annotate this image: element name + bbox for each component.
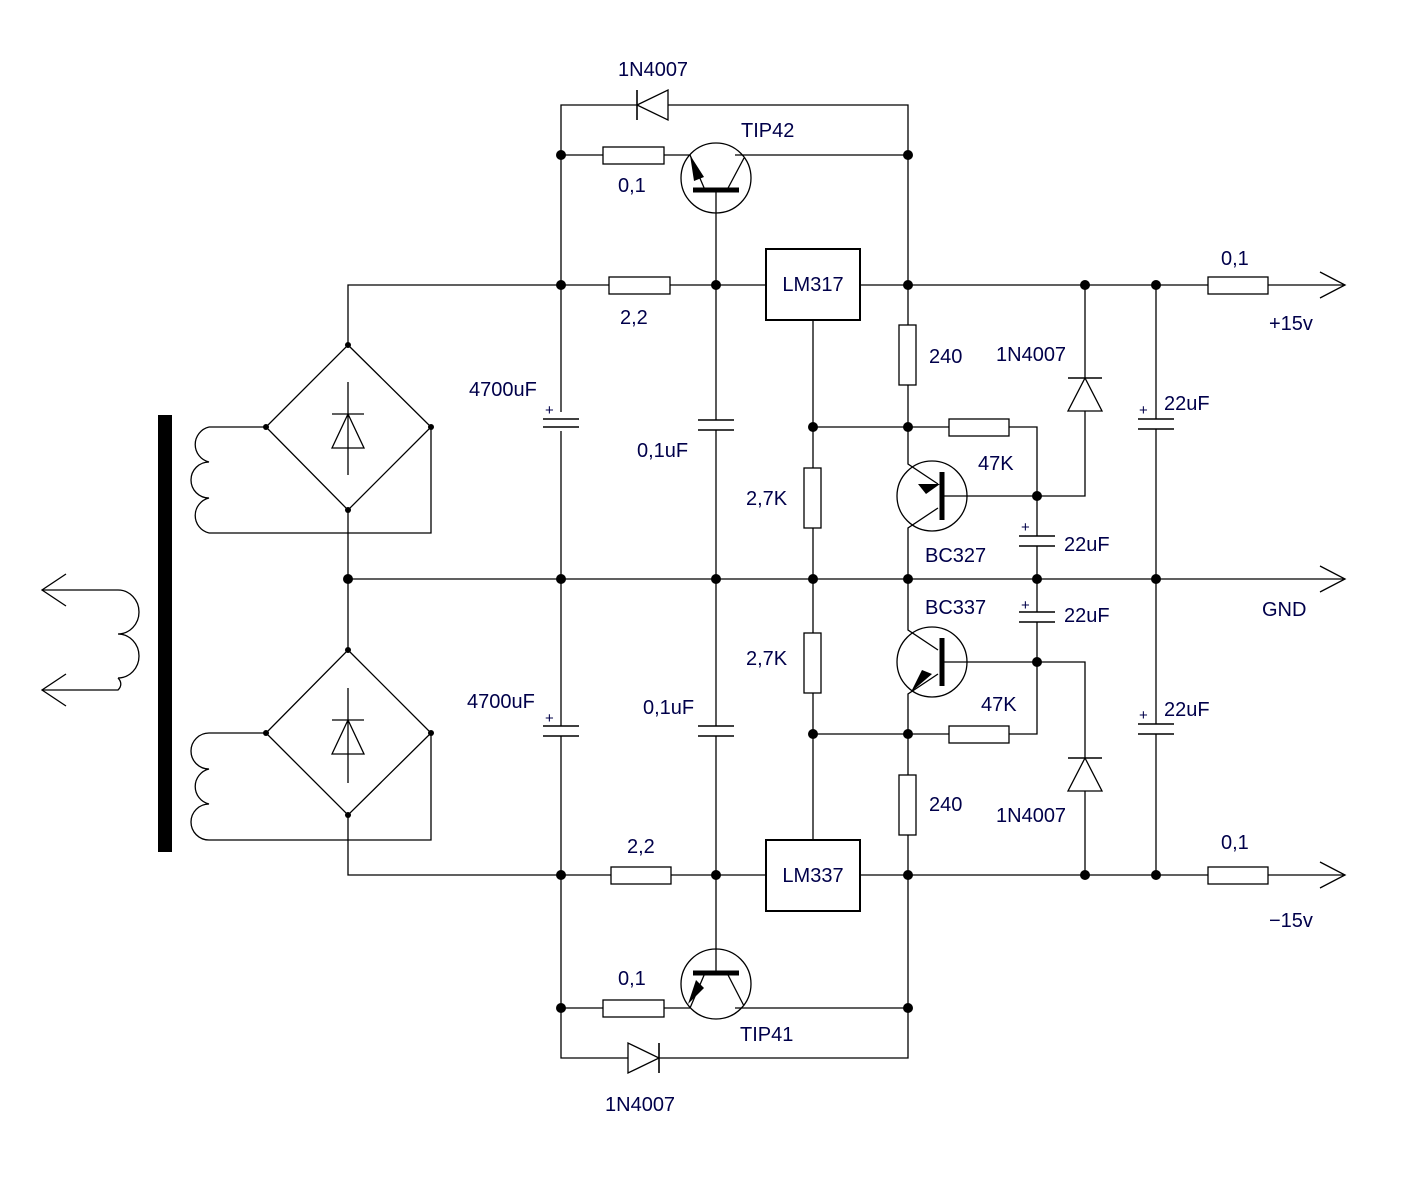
resistor-tip41-base: [602, 999, 665, 1018]
transistor-tip42: [680, 142, 752, 214]
polarity-plus-4700-top: +: [545, 402, 554, 419]
label-c-4700-top: 4700uF: [469, 379, 537, 401]
transistor-bc337: [896, 626, 968, 698]
label-r-top-22: 2,2: [620, 307, 648, 329]
polarity-plus-22-out-bottom: +: [1139, 707, 1148, 724]
label-d-mid-bottom: 1N4007: [996, 805, 1066, 827]
label-r-27k-top: 2,7K: [746, 488, 788, 510]
label-r-240-bottom: 240: [929, 794, 962, 816]
primary-winding: [42, 589, 140, 691]
resistor-output-bottom: [1207, 866, 1269, 885]
capacitor-4700uf-bottom: [543, 725, 579, 737]
transformer: [40, 415, 210, 852]
junction-dots: [263, 150, 1161, 1013]
capacitor-0-1uf-bottom: [698, 725, 734, 737]
diodes: [627, 88, 1104, 1075]
resistor-tip42-base: [602, 146, 665, 165]
polarity-plus-22-mid-bottom: +: [1021, 597, 1030, 614]
label-c-01-bottom: 0,1uF: [643, 697, 694, 719]
regulator-lm337: LM337: [765, 839, 861, 912]
diode-1n4007-top: [635, 88, 669, 122]
label-tip41: TIP41: [740, 1024, 793, 1046]
label-d-mid-top: 1N4007: [996, 344, 1066, 366]
label-c-22-mid-bottom: 22uF: [1064, 605, 1110, 627]
polarity-plus-22-mid-top: +: [1021, 519, 1030, 536]
capacitor-4700uf-top: [543, 418, 579, 428]
label-r-out-top: 0,1: [1221, 248, 1249, 270]
primary-lead-bottom-arrow: [40, 673, 67, 707]
capacitor-0-1uf-top: [698, 419, 734, 431]
label-bc337: BC337: [925, 597, 986, 619]
label-r-47k-top: 47K: [978, 453, 1014, 475]
capacitor-22uf-out-top: [1138, 418, 1174, 430]
capacitors: [543, 418, 1174, 737]
output-arrow-positive: [1319, 271, 1347, 299]
resistors: [602, 146, 1269, 1018]
resistor-47k-bottom: [948, 725, 1010, 744]
resistor-2-7k-top: [803, 467, 822, 529]
label-r-47k-bottom: 47K: [981, 694, 1017, 716]
label-r-out-bottom: 0,1: [1221, 832, 1249, 854]
wires: [209, 104, 1345, 1059]
output-label-negative: −15v: [1269, 910, 1313, 932]
capacitor-22uf-mid-bottom: [1019, 611, 1055, 623]
output-arrow-ground: [1319, 565, 1347, 593]
capacitor-22uf-mid-top: [1019, 535, 1055, 547]
component-labels: 1N4007 TIP42 0,1 2,2 240 1N4007 4700uF 2…: [467, 59, 1249, 1116]
label-r-bot-22: 2,2: [627, 836, 655, 858]
resistor-240-top: [898, 324, 917, 386]
capacitor-22uf-out-bottom: [1138, 723, 1174, 735]
resistor-2-2-bottom: [610, 866, 672, 885]
lm337-label: LM337: [782, 865, 843, 887]
label-tip42: TIP42: [741, 120, 794, 142]
label-r-bot-01: 0,1: [618, 968, 646, 990]
label-r-240-top: 240: [929, 346, 962, 368]
secondary-winding-top: [190, 426, 210, 534]
output-labels: +15v GND −15v: [1262, 313, 1313, 932]
transistor-bc327: [896, 460, 968, 532]
lm317-label: LM317: [782, 274, 843, 296]
label-c-22-out-bottom: 22uF: [1164, 699, 1210, 721]
polarity-plus-22-out-top: +: [1139, 402, 1148, 419]
label-d-top: 1N4007: [618, 59, 688, 81]
label-c-4700-bottom: 4700uF: [467, 691, 535, 713]
label-c-22-out-top: 22uF: [1164, 393, 1210, 415]
diode-1n4007-mid-top: [1066, 376, 1104, 412]
diode-1n4007-mid-bottom: [1066, 756, 1104, 792]
label-r-27k-bottom: 2,7K: [746, 648, 788, 670]
primary-lead-top-arrow: [40, 573, 67, 607]
label-d-bottom: 1N4007: [605, 1094, 675, 1116]
bridge-rectifier-top: [265, 344, 432, 511]
output-label-ground: GND: [1262, 599, 1306, 621]
resistor-240-bottom: [898, 774, 917, 836]
resistor-47k-top: [948, 418, 1010, 437]
bridge-rectifier-bottom: [265, 649, 432, 816]
resistor-2-7k-bottom: [803, 632, 822, 694]
label-c-22-mid-top: 22uF: [1064, 534, 1110, 556]
output-label-positive: +15v: [1269, 313, 1313, 335]
resistor-output-top: [1207, 276, 1269, 295]
polarity-marks: + + + + + +: [545, 402, 1148, 727]
transistor-tip41: [680, 948, 752, 1020]
label-r-top-01: 0,1: [618, 175, 646, 197]
label-bc327: BC327: [925, 545, 986, 567]
secondary-winding-bottom: [190, 732, 210, 841]
output-arrow-negative: [1319, 861, 1347, 889]
polarity-plus-4700-bottom: +: [545, 710, 554, 727]
label-c-01-top: 0,1uF: [637, 440, 688, 462]
resistor-2-2-top: [608, 276, 671, 295]
transformer-core: [158, 415, 172, 852]
output-arrows: [1319, 271, 1347, 889]
regulator-lm317: LM317: [765, 248, 861, 321]
diode-1n4007-bottom: [627, 1041, 661, 1075]
